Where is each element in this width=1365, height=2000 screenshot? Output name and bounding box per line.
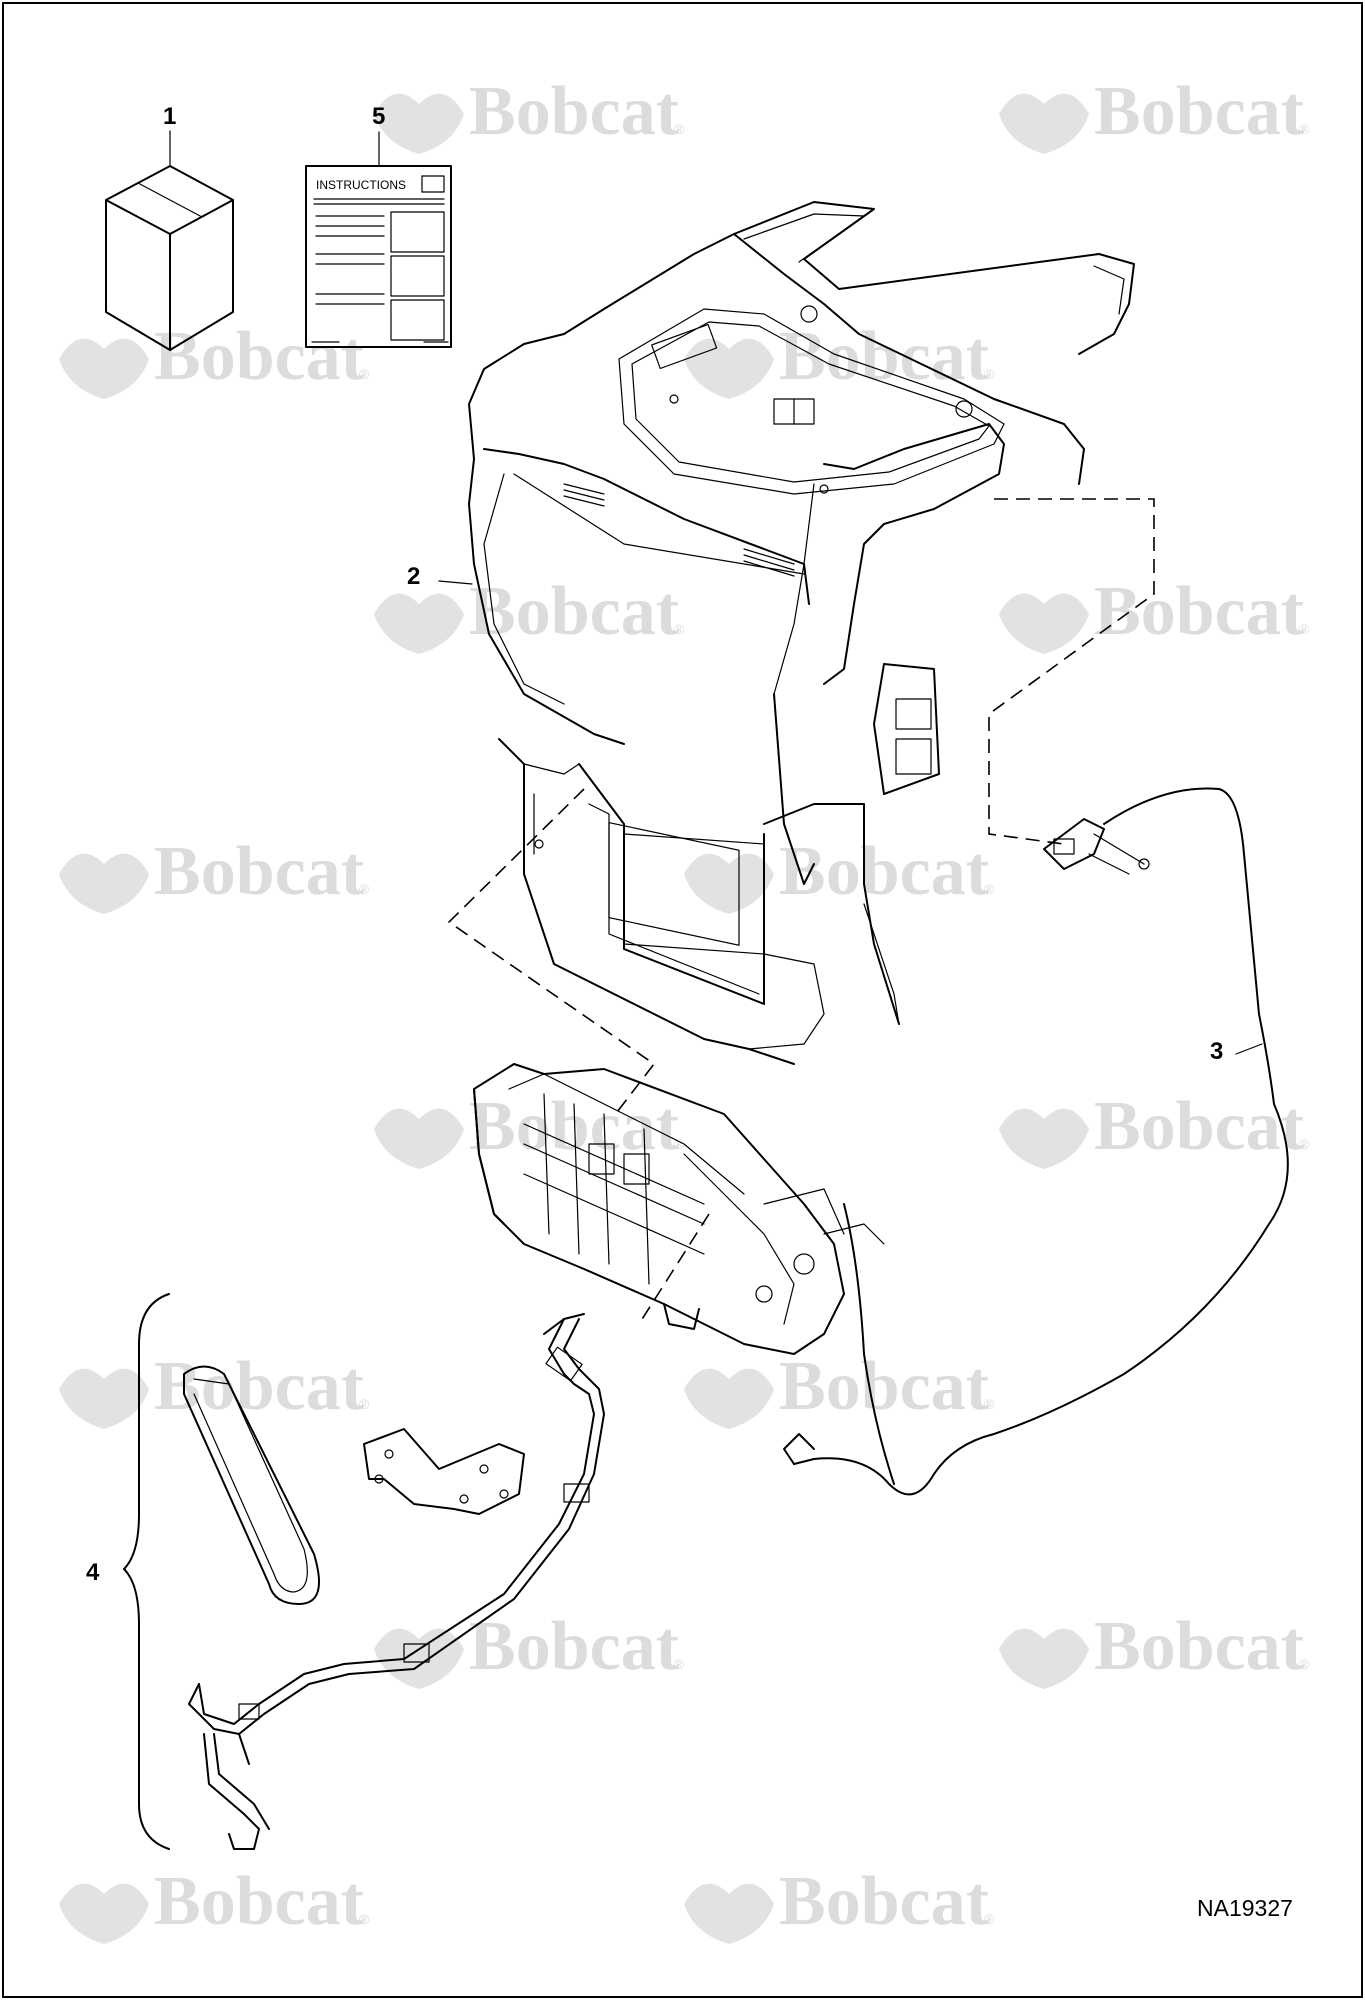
svg-text:®: ® bbox=[984, 881, 995, 897]
watermark: Bobcat ® bbox=[59, 318, 370, 399]
parts-diagram: Bobcat ® Bobcat ® Bobcat ® Bobcat ® Bobc… bbox=[59, 73, 1310, 1944]
watermark: Bobcat ® bbox=[374, 1088, 685, 1169]
svg-text:®: ® bbox=[674, 1136, 685, 1152]
svg-text:®: ® bbox=[984, 366, 995, 382]
svg-text:®: ® bbox=[674, 121, 685, 137]
instructions-doc-drawing: INSTRUCTIONS bbox=[305, 131, 452, 348]
watermark: Bobcat ® bbox=[684, 318, 995, 399]
cab-headliner-drawing bbox=[468, 201, 1135, 1065]
svg-text:Bobcat: Bobcat bbox=[1094, 73, 1304, 150]
instructions-label: INSTRUCTIONS bbox=[316, 178, 406, 192]
callout-1: 1 bbox=[163, 103, 176, 130]
svg-text:®: ® bbox=[359, 366, 370, 382]
svg-text:®: ® bbox=[984, 1911, 995, 1927]
watermark: Bobcat ® bbox=[59, 1348, 370, 1429]
leader-2 bbox=[438, 580, 473, 585]
wire-harness-drawing bbox=[783, 787, 1289, 1496]
kit-box-drawing bbox=[105, 130, 234, 351]
watermark: Bobcat ® bbox=[59, 1863, 370, 1944]
svg-text:Bobcat: Bobcat bbox=[469, 73, 679, 150]
assembly-guides bbox=[447, 498, 1155, 1325]
watermark-layer: Bobcat ® Bobcat ® Bobcat ® Bobcat ® Bobc… bbox=[59, 73, 1310, 1944]
svg-text:Bobcat: Bobcat bbox=[154, 833, 364, 910]
svg-text:Bobcat: Bobcat bbox=[779, 1863, 989, 1940]
watermark: Bobcat ® bbox=[999, 1088, 1310, 1169]
watermark: Bobcat ® bbox=[999, 1608, 1310, 1689]
callout-4: 4 bbox=[86, 1559, 100, 1586]
svg-text:®: ® bbox=[984, 1396, 995, 1412]
watermark: Bobcat ® bbox=[374, 573, 685, 654]
watermark: Bobcat ® bbox=[999, 573, 1310, 654]
watermark: Bobcat ® bbox=[684, 1863, 995, 1944]
svg-text:®: ® bbox=[674, 1656, 685, 1672]
evaporator-unit-drawing bbox=[473, 1063, 885, 1355]
svg-text:Bobcat: Bobcat bbox=[154, 1863, 364, 1940]
watermark: Bobcat ® bbox=[59, 833, 370, 914]
svg-text:®: ® bbox=[1299, 121, 1310, 137]
watermark: Bobcat ® bbox=[374, 1608, 685, 1689]
svg-text:Bobcat: Bobcat bbox=[1094, 1088, 1304, 1165]
callout-3: 3 bbox=[1210, 1038, 1223, 1065]
svg-text:Bobcat: Bobcat bbox=[779, 833, 989, 910]
svg-text:®: ® bbox=[359, 881, 370, 897]
svg-text:®: ® bbox=[359, 1396, 370, 1412]
svg-text:®: ® bbox=[1299, 1656, 1310, 1672]
svg-text:®: ® bbox=[359, 1911, 370, 1927]
watermark: Bobcat ® bbox=[999, 73, 1310, 154]
callout-5: 5 bbox=[372, 103, 385, 130]
drawing-number: NA19327 bbox=[1197, 1895, 1293, 1921]
svg-text:Bobcat: Bobcat bbox=[154, 318, 364, 395]
svg-text:Bobcat: Bobcat bbox=[469, 1088, 679, 1165]
callout-2: 2 bbox=[407, 563, 420, 590]
leader-3 bbox=[1235, 1043, 1263, 1055]
svg-text:Bobcat: Bobcat bbox=[469, 1608, 679, 1685]
watermark: Bobcat ® bbox=[374, 73, 685, 154]
compressor-kit-drawing bbox=[123, 1293, 605, 1850]
watermark: Bobcat ® bbox=[684, 833, 995, 914]
svg-text:Bobcat: Bobcat bbox=[779, 1348, 989, 1425]
svg-text:Bobcat: Bobcat bbox=[154, 1348, 364, 1425]
svg-text:Bobcat: Bobcat bbox=[469, 573, 679, 650]
svg-text:Bobcat: Bobcat bbox=[1094, 1608, 1304, 1685]
svg-text:Bobcat: Bobcat bbox=[779, 318, 989, 395]
svg-text:®: ® bbox=[674, 621, 685, 637]
svg-text:®: ® bbox=[1299, 1136, 1310, 1152]
svg-text:Bobcat: Bobcat bbox=[1094, 573, 1304, 650]
watermark: Bobcat ® bbox=[684, 1348, 995, 1429]
svg-text:®: ® bbox=[1299, 621, 1310, 637]
